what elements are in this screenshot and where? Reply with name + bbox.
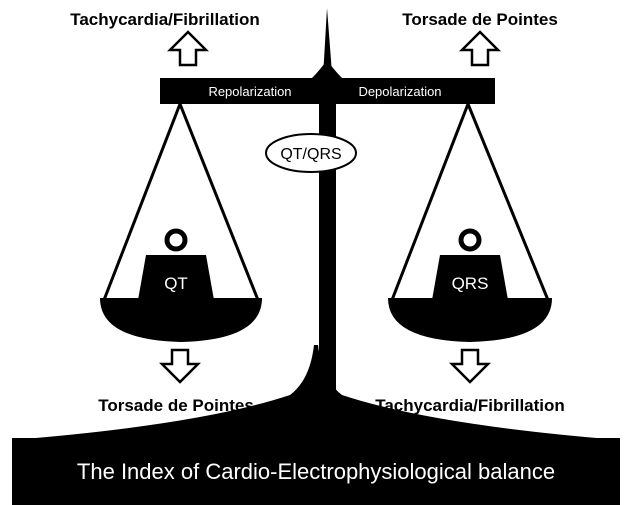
left-pan xyxy=(100,298,262,342)
up-arrow-icon xyxy=(462,32,498,65)
ratio-label: QT/QRS xyxy=(280,146,341,163)
down-arrow-icon xyxy=(162,350,198,382)
up-arrow-icon xyxy=(170,32,206,65)
footer-title: The Index of Cardio-Electrophysiological… xyxy=(77,459,555,484)
right-weight: QRS xyxy=(432,231,508,300)
top-left-label: Tachycardia/Fibrillation xyxy=(70,10,260,29)
right-weight-label: QRS xyxy=(452,274,489,293)
right-pan xyxy=(388,298,552,342)
left-weight-label: QT xyxy=(164,274,188,293)
bottom-left-label: Torsade de Pointes xyxy=(98,396,254,415)
top-right-label: Torsade de Pointes xyxy=(402,10,558,29)
beam-label-depolarization: Depolarization xyxy=(358,84,441,99)
down-arrow-icon xyxy=(452,350,488,382)
left-weight: QT xyxy=(138,231,214,300)
bottom-right-label: Tachycardia/Fibrillation xyxy=(375,396,565,415)
beam-label-repolarization: Repolarization xyxy=(208,84,291,99)
